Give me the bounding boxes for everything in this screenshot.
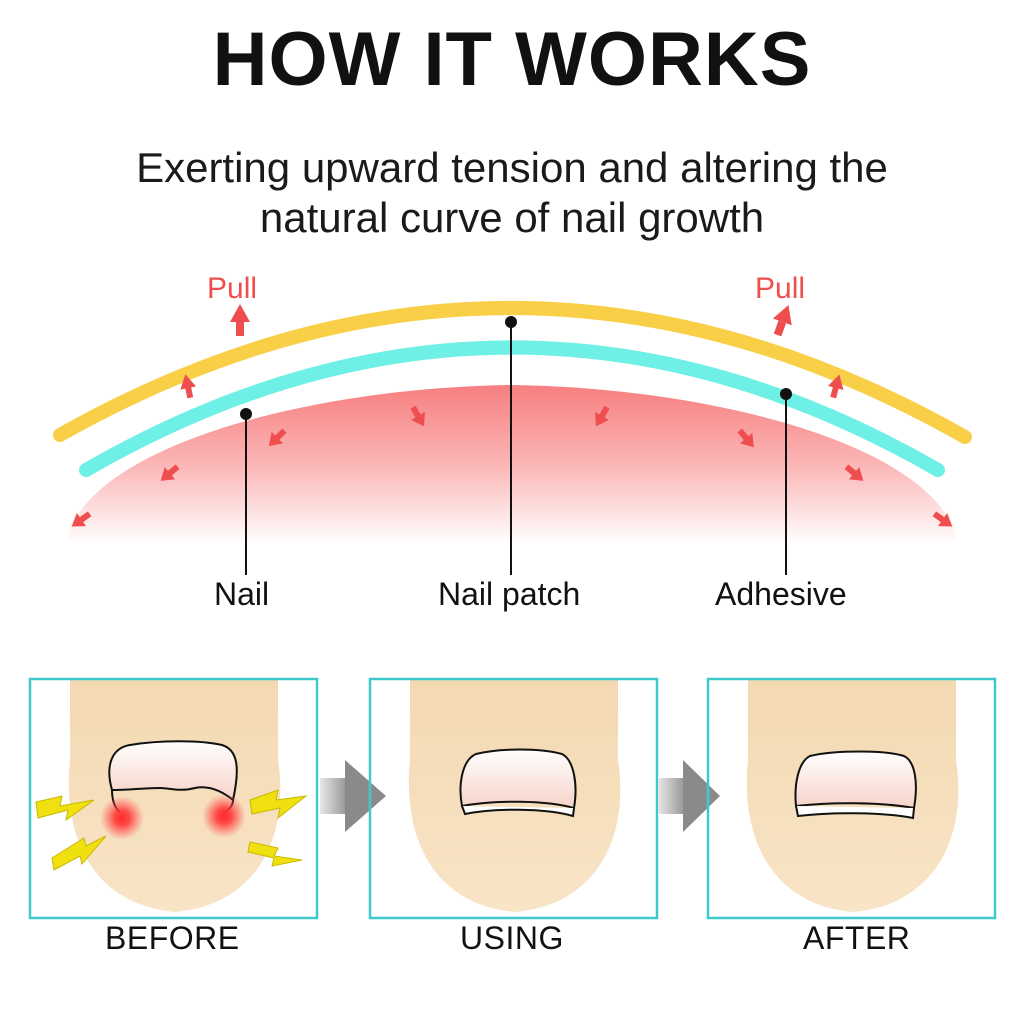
subtitle-line-2: natural curve of nail growth [259, 194, 765, 241]
pull-label-left: Pull [207, 272, 258, 305]
toe-shape [68, 679, 281, 912]
nail-edge [461, 805, 575, 818]
pressure-arrow-icon [595, 405, 610, 427]
step-label-after: AFTER [803, 920, 911, 956]
pull-arrow-icon-right [772, 304, 792, 337]
adhesive-label: Adhesive [715, 576, 847, 612]
page-title: HOW IT WORKS [212, 17, 812, 102]
pressure-arrow-icon [844, 464, 864, 481]
nail-edge [795, 805, 915, 820]
pressure-arrows [71, 405, 953, 527]
nail-patch-label: Nail patch [438, 576, 581, 612]
nail-with-patch [459, 748, 577, 810]
pressure-arrow-icon [268, 428, 287, 447]
healthy-nail [794, 750, 917, 810]
pain-glow-right [202, 794, 246, 838]
pressure-arrow-icon [160, 464, 180, 481]
nail-patch-band [53, 301, 972, 444]
step-arrow-icon [658, 760, 720, 832]
callout-lines [245, 322, 787, 575]
pressure-arrow-icon [932, 511, 953, 527]
adhesive-callout-dot [780, 388, 792, 400]
step-label-using: USING [460, 920, 564, 956]
page-subtitle: Exerting upward tension and altering the… [0, 143, 1024, 243]
step-arrow-icon [320, 760, 386, 832]
using-frame [368, 677, 659, 920]
pull-label-right: Pull [755, 272, 806, 305]
pressure-arrow-icon [410, 405, 425, 427]
lightning-icon [247, 841, 303, 867]
lightning-icon [249, 789, 308, 820]
pressure-arrow-icon [737, 428, 754, 448]
pressure-arrow-icon [71, 511, 92, 527]
before-panel [68, 679, 281, 912]
lightning-icon [35, 795, 95, 822]
subtitle-line-1: Exerting upward tension and altering the [136, 144, 888, 191]
ingrown-nail [108, 740, 238, 802]
nail-label: Nail [214, 576, 270, 612]
nail-patch-callout-dot [505, 316, 517, 328]
tension-arrow-icon-left [180, 374, 197, 399]
before-frame [28, 677, 319, 920]
step-label-before: BEFORE [105, 920, 240, 956]
pain-glow-left [100, 796, 144, 840]
after-panel [746, 679, 959, 912]
lightning-icon [51, 835, 107, 871]
lightning-icons [35, 789, 308, 871]
nail-callout-dot [240, 408, 252, 420]
after-frame [706, 677, 997, 920]
pull-arrow-icon-left [230, 304, 250, 336]
using-panel [408, 679, 621, 912]
